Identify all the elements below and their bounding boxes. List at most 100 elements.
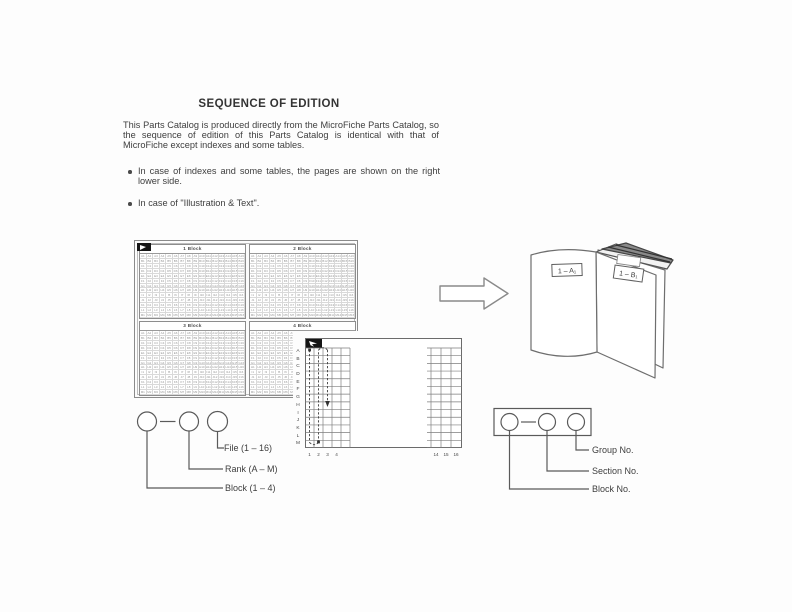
fiche-cell: L2 <box>146 385 154 391</box>
fiche-cell: F5 <box>166 278 173 284</box>
fiche-cell: J11 <box>205 375 213 381</box>
fiche-cell: C1 <box>140 263 147 269</box>
fiche-cell: L14 <box>225 385 232 391</box>
fiche-cell: G11 <box>315 283 323 289</box>
fiche-cell: H10 <box>199 288 206 294</box>
fiche-cell: D2 <box>146 345 154 351</box>
fiche-cell: C3 <box>263 263 270 269</box>
fiche-cell: L3 <box>153 385 160 391</box>
fiche-cell: B15 <box>341 258 349 264</box>
sequence-arrowhead-icon <box>325 401 330 407</box>
fiche-cell: G15 <box>231 283 239 289</box>
fiche-cell: C10 <box>309 263 316 269</box>
fiche-cell: M8 <box>185 313 193 318</box>
fiche-cell: K6 <box>282 380 290 386</box>
fiche-cell: E3 <box>263 273 270 279</box>
fiche-cell: H6 <box>282 288 290 294</box>
fiche-cell: L4 <box>159 385 167 391</box>
fiche-cell: C14 <box>335 263 342 269</box>
fiche-cell: K9 <box>302 303 310 309</box>
fiche-cell: G13 <box>328 283 336 289</box>
fiche-cell: H9 <box>192 365 200 371</box>
fiche-cell: C6 <box>282 263 290 269</box>
fiche-cell: C15 <box>341 263 349 269</box>
fiche-cell: I7 <box>179 370 186 376</box>
fiche-cell: M11 <box>315 313 323 318</box>
fiche-cell: L13 <box>328 308 336 314</box>
fiche-cell: D10 <box>309 268 316 274</box>
fiche-cell: F15 <box>231 355 239 361</box>
fiche-cell: A9 <box>192 331 200 336</box>
fiche-cell: G14 <box>335 283 342 289</box>
fiche-cell: F7 <box>179 355 186 361</box>
fiche-cell: I11 <box>205 293 213 299</box>
fiche-block-title: 1 Block <box>140 245 245 254</box>
fiche-cell: E1 <box>250 350 257 356</box>
fiche-cell: A2 <box>256 254 264 259</box>
fiche-cell: B10 <box>309 258 316 264</box>
fiche-cell: G13 <box>218 360 226 366</box>
fiche-cell: K8 <box>295 303 303 309</box>
fiche-cell: F5 <box>276 278 283 284</box>
fiche-cell: K6 <box>172 303 180 309</box>
fiche-cell: M12 <box>212 390 219 395</box>
fiche-cell: K6 <box>282 303 290 309</box>
fiche-cell: E4 <box>159 273 167 279</box>
fiche-cell: E11 <box>315 273 323 279</box>
fiche-cell: I7 <box>179 293 186 299</box>
fiche-cell: C13 <box>218 340 226 346</box>
intro-paragraph: This Parts Catalog is produced directly … <box>123 120 439 150</box>
fiche-cell: L10 <box>309 308 316 314</box>
fiche-cell: M14 <box>225 313 232 318</box>
fiche-cell: B12 <box>212 258 219 264</box>
fiche-cell: J11 <box>315 298 323 304</box>
fiche-cell: D11 <box>315 268 323 274</box>
fiche-cell: C11 <box>205 340 213 346</box>
fiche-cell: B4 <box>159 258 167 264</box>
fiche-cell: B2 <box>256 258 264 264</box>
fiche-cell: G5 <box>166 360 173 366</box>
fiche-cell: C6 <box>172 263 180 269</box>
fiche-cell: J8 <box>185 298 193 304</box>
fiche-cell: G4 <box>159 360 167 366</box>
fiche-cell: M1 <box>140 390 147 395</box>
fiche-cell: E11 <box>205 350 213 356</box>
fiche-cell: G2 <box>146 360 154 366</box>
fiche-cell: M3 <box>263 390 270 395</box>
detail-row-label: E <box>296 379 300 385</box>
fiche-cell: J12 <box>212 298 219 304</box>
fiche-cell: M13 <box>218 390 226 395</box>
fiche-cell: B16 <box>238 258 245 264</box>
detail-file-number: 1 <box>308 452 311 457</box>
fiche-cell: H8 <box>295 288 303 294</box>
fiche-cell: K6 <box>172 380 180 386</box>
fiche-cell: D3 <box>263 268 270 274</box>
fiche-block-title: 2 Block <box>250 245 355 254</box>
fiche-cell: G7 <box>179 360 186 366</box>
fiche-cell: M15 <box>231 313 239 318</box>
fiche-cell: A6 <box>172 331 180 336</box>
fiche-cell: H6 <box>172 365 180 371</box>
fiche-cell: J13 <box>328 298 336 304</box>
fiche-cell: I10 <box>309 293 316 299</box>
fiche-cell: C8 <box>185 263 193 269</box>
bullet-icon <box>128 202 132 206</box>
fiche-cell: L11 <box>315 308 323 314</box>
fiche-cell: F13 <box>218 355 226 361</box>
fiche-cell: L4 <box>269 308 277 314</box>
fiche-cell: M2 <box>256 390 264 395</box>
fiche-cell: I9 <box>192 370 200 376</box>
fiche-cell: H14 <box>225 288 232 294</box>
fiche-cell: F10 <box>199 278 206 284</box>
fiche-cell: C8 <box>295 263 303 269</box>
fiche-cell: H1 <box>140 365 147 371</box>
fiche-cell: A14 <box>225 254 232 259</box>
fiche-cell: H4 <box>159 365 167 371</box>
fiche-cell: J7 <box>179 298 186 304</box>
fiche-cell: G3 <box>153 283 160 289</box>
fiche-cell: I12 <box>212 370 219 376</box>
block-range-label: Block (1 – 4) <box>225 483 276 493</box>
fiche-cell: G3 <box>263 283 270 289</box>
fiche-cell: E13 <box>218 350 226 356</box>
fiche-cell: A7 <box>179 254 186 259</box>
